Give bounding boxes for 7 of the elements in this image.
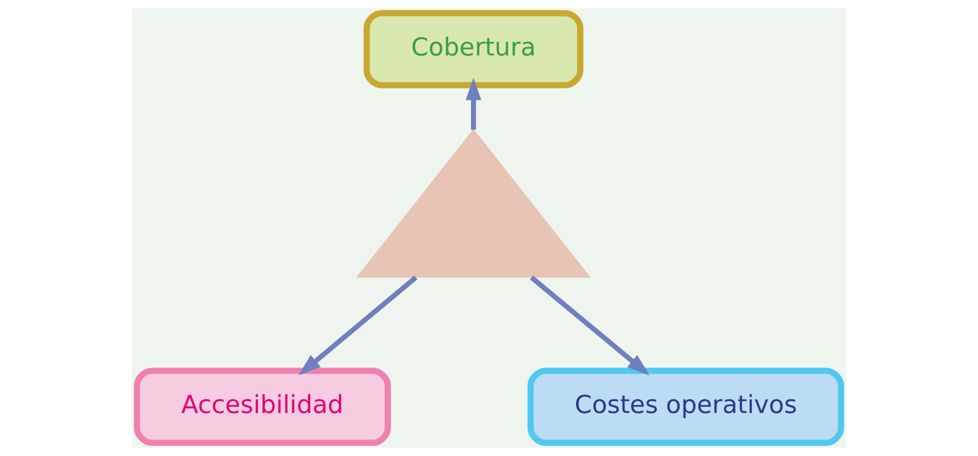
- node-box: Accesibilidad: [134, 368, 391, 446]
- node-triangle: [356, 128, 591, 278]
- arrow: [530, 276, 650, 376]
- node-box: Cobertura: [364, 10, 584, 88]
- node-box: Costes operativos: [528, 368, 844, 446]
- arrow: [466, 78, 482, 130]
- arrow: [298, 276, 418, 376]
